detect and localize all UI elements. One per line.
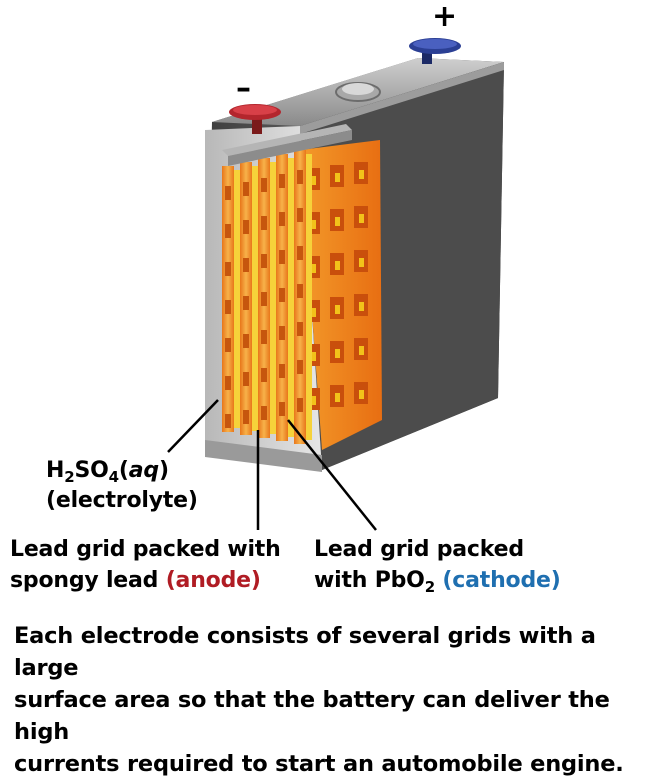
formula-aq: aq <box>128 458 159 483</box>
cathode-leader <box>287 419 377 531</box>
electrolyte-name-label: (electrolyte) <box>46 488 198 513</box>
spongy-fill <box>335 349 340 358</box>
electrode-plate <box>222 166 234 432</box>
anode-label-line2: spongy lead (anode) <box>10 566 261 596</box>
formula-so: SO <box>74 458 109 483</box>
spongy-fill <box>311 396 316 405</box>
plate-notch <box>225 338 231 352</box>
electrolyte-leader <box>167 399 219 453</box>
caption: Each electrode consists of several grids… <box>14 620 642 780</box>
plate-notch <box>297 208 303 222</box>
plate-notch <box>225 224 231 238</box>
plate-notch <box>261 406 267 420</box>
spongy-lead-layer <box>270 162 276 434</box>
spongy-fill <box>335 261 340 270</box>
caption-line-1: Each electrode consists of several grids… <box>14 623 596 681</box>
plate-notch <box>243 372 249 386</box>
plate-notch <box>243 220 249 234</box>
battery-cutaway-diagram <box>167 38 504 531</box>
plate-notch <box>243 258 249 272</box>
plate-notch <box>225 414 231 428</box>
spongy-fill <box>335 217 340 226</box>
plate-notch <box>279 174 285 188</box>
plate-notch <box>243 182 249 196</box>
plate-notch <box>279 402 285 416</box>
spongy-fill <box>359 258 364 267</box>
cathode-label-line1: Lead grid packed <box>314 537 524 562</box>
plate-notch <box>243 334 249 348</box>
spongy-lead-layer <box>234 170 240 428</box>
plate-notch <box>279 212 285 226</box>
plate-notch <box>297 284 303 298</box>
plate-notch <box>297 170 303 184</box>
cathode-subscript: 2 <box>424 578 435 596</box>
spongy-fill <box>335 305 340 314</box>
terminal-negative-label: – <box>236 71 251 106</box>
plate-notch <box>243 296 249 310</box>
spongy-lead-layer <box>306 154 312 440</box>
spongy-fill <box>359 214 364 223</box>
plate-notch <box>279 288 285 302</box>
spongy-fill <box>311 352 316 361</box>
spongy-fill <box>311 220 316 229</box>
formula-close-paren: ) <box>158 458 169 483</box>
cathode-label-line2: with PbO2 (cathode) <box>314 566 561 596</box>
cathode-description: with PbO <box>314 568 425 593</box>
spongy-fill <box>359 170 364 179</box>
spongy-fill <box>311 308 316 317</box>
negative-terminal <box>229 104 281 134</box>
caption-line-3: currents required to start an automobile… <box>14 751 624 777</box>
plate-notch <box>225 376 231 390</box>
plate-notch <box>279 364 285 378</box>
plate-notch <box>225 262 231 276</box>
formula-open-paren: ( <box>118 458 129 483</box>
plate-notch <box>225 300 231 314</box>
spongy-lead-layer <box>252 166 258 431</box>
formula-h-subscript: 2 <box>64 468 75 486</box>
plate-notch <box>261 292 267 306</box>
plate-notch <box>297 322 303 336</box>
plate-notch <box>243 410 249 424</box>
spongy-fill <box>359 346 364 355</box>
spongy-fill <box>359 302 364 311</box>
plate-notch <box>225 186 231 200</box>
terminal-positive-label: + <box>432 0 457 34</box>
plate-notch <box>261 216 267 230</box>
spongy-fill <box>335 173 340 182</box>
formula-h: H <box>46 458 65 483</box>
electrolyte-formula-label: H2SO4(aq) <box>46 456 169 486</box>
cathode-tag: (cathode) <box>442 568 561 593</box>
plate-notch <box>279 326 285 340</box>
plate-notch <box>297 360 303 374</box>
electrode-plate-stack <box>222 124 382 450</box>
spongy-lead-layer <box>288 158 294 437</box>
spongy-fill <box>311 176 316 185</box>
plate-notch <box>297 246 303 260</box>
positive-terminal <box>409 38 461 64</box>
plate-notch <box>261 330 267 344</box>
plate-notch <box>279 250 285 264</box>
formula-so-subscript: 4 <box>108 468 119 486</box>
anode-label-line1: Lead grid packed with <box>10 537 281 562</box>
spongy-fill <box>335 393 340 402</box>
electrode-plates <box>222 150 312 444</box>
plate-notch <box>261 254 267 268</box>
spongy-fill <box>311 264 316 273</box>
spongy-fill <box>359 390 364 399</box>
plate-notch <box>297 398 303 412</box>
anode-description: spongy lead <box>10 568 166 593</box>
anode-tag: (anode) <box>165 568 261 593</box>
leader-lines <box>167 399 377 531</box>
plate-notch <box>261 178 267 192</box>
caption-line-2: surface area so that the battery can del… <box>14 687 610 745</box>
plate-notch <box>261 368 267 382</box>
